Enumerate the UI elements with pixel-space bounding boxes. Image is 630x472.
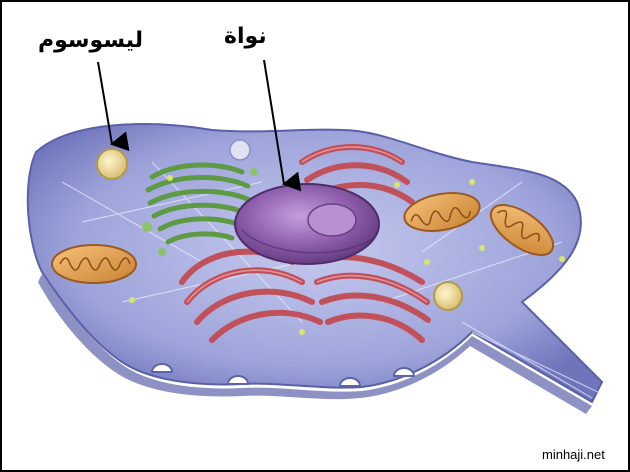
lysosome-label: ليسوسوم	[38, 30, 143, 52]
nucleus-label: نواة	[224, 26, 267, 48]
lysosome-2	[434, 282, 462, 310]
vacuole	[230, 140, 250, 160]
site-watermark: minhaji.net	[542, 448, 605, 461]
mitochondrion-left	[52, 245, 136, 283]
lysosome	[97, 149, 127, 179]
nucleolus	[308, 204, 356, 236]
